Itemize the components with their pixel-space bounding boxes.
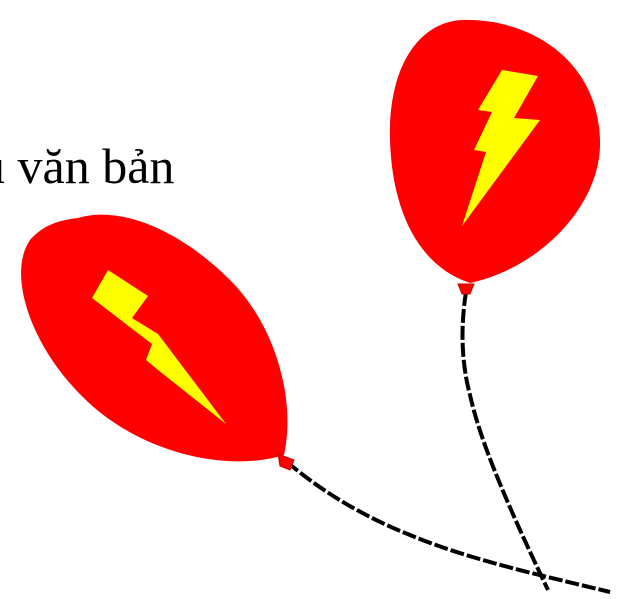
right-balloon-knot <box>457 283 475 295</box>
partial-text-caption: u văn bản <box>0 138 175 194</box>
lightning-bolt-icon <box>462 70 540 226</box>
left-balloon <box>21 214 295 471</box>
right-balloon-string <box>460 291 550 591</box>
left-balloon-knot <box>277 453 295 471</box>
lightning-bolt-icon <box>92 270 226 424</box>
left-balloon-string <box>285 460 611 594</box>
right-balloon <box>389 19 601 295</box>
